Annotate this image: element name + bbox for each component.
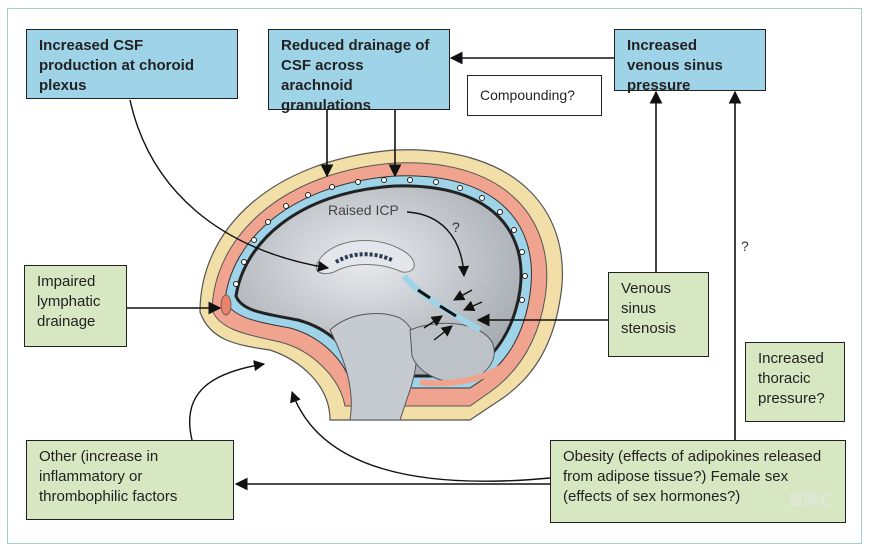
cerebellum [409, 322, 495, 383]
sinus-lower [419, 365, 502, 387]
box-thoracic-pressure: Increased thoracic pressure? [745, 342, 845, 422]
lateral-ventricle [315, 240, 415, 275]
box-venous-pressure: Increased venous sinus pressure [614, 29, 766, 94]
label-thoracic-question: ? [741, 238, 749, 254]
box-obesity: Obesity (effects of adipokines released … [550, 440, 846, 523]
box-csf-production: Increased CSF production at choroid plex… [26, 29, 238, 99]
label-raised-icp: Raised ICP [328, 202, 399, 218]
lymphatic-node [220, 294, 232, 316]
watermark: 医脉汇 [790, 492, 832, 508]
box-other-factors: Other (increase in inflammatory or throm… [26, 440, 234, 520]
box-venous-stenosis: Venous sinus stenosis [608, 272, 709, 357]
venous-sinus-stenosis [417, 288, 457, 318]
box-reduced-drainage: Reduced drainage of CSF across arachnoid… [268, 29, 450, 114]
venous-sinus [401, 274, 482, 333]
arachnoid-granulations [233, 177, 528, 303]
box-compounding: Compounding? [467, 75, 602, 116]
box-lymphatic: Impaired lymphatic drainage [24, 265, 127, 347]
figure-frame [7, 8, 862, 544]
label-icp-question: ? [452, 219, 460, 235]
